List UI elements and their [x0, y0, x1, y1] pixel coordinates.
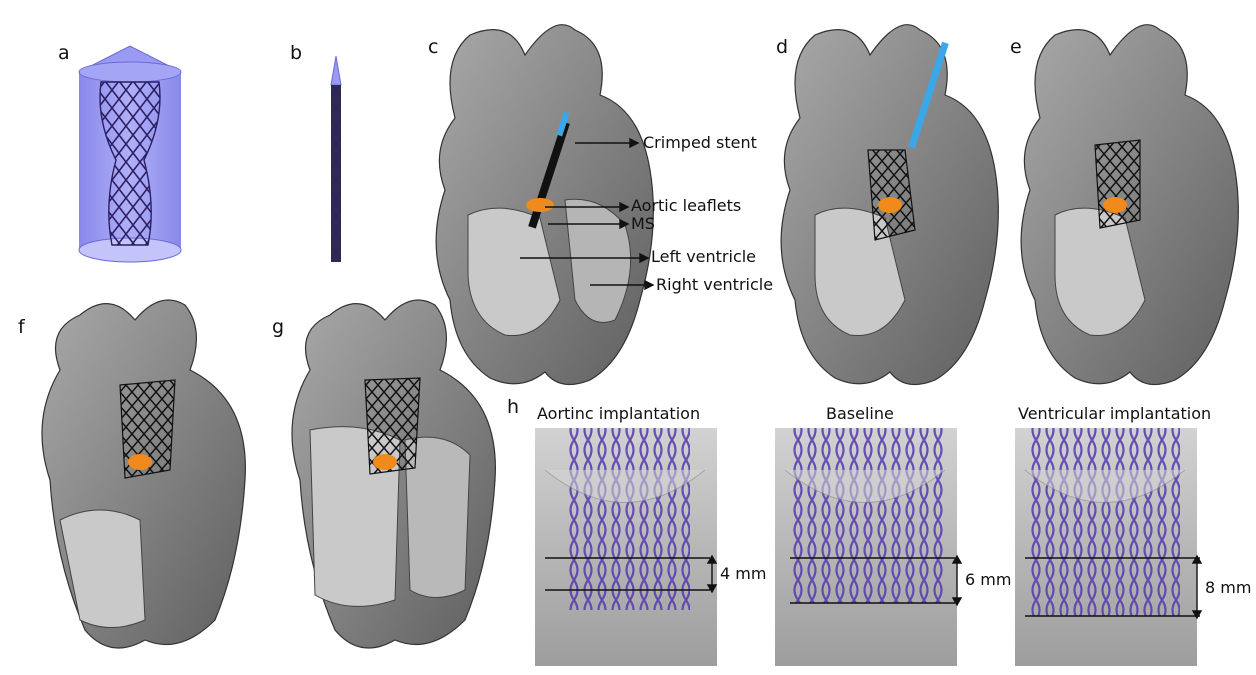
callout-ms: MS [631, 216, 655, 232]
panel-d-heart [781, 25, 998, 385]
panel-label-g: g [272, 318, 284, 337]
panel-h-ventricular-image [1015, 428, 1197, 666]
dimension-label-ventricular: 8 mm [1205, 580, 1251, 596]
h-title-baseline: Baseline [826, 406, 894, 422]
panel-h-aortic-image [535, 428, 717, 666]
h-title-ventricular: Ventricular implantation [1018, 406, 1211, 422]
panel-label-h: h [507, 398, 519, 417]
callout-crimped-stent: Crimped stent [643, 135, 757, 151]
panel-e-heart [1021, 25, 1238, 385]
callout-aortic-leaflets: Aortic leaflets [631, 198, 741, 214]
panel-b-crimped-stent [331, 56, 341, 262]
panel-label-a: a [58, 44, 70, 63]
panel-a-stent-cylinder [79, 46, 181, 262]
panel-label-c: c [428, 38, 438, 57]
panel-label-d: d [776, 38, 788, 57]
panel-h-baseline-image [775, 428, 957, 666]
panel-f-heart [42, 300, 245, 648]
panel-label-b: b [290, 44, 302, 63]
callout-right-ventricle: Right ventricle [656, 277, 773, 293]
dimension-label-aortic: 4 mm [720, 566, 766, 582]
panel-label-e: e [1010, 38, 1022, 57]
panel-label-f: f [18, 318, 25, 337]
callout-left-ventricle: Left ventricle [651, 249, 756, 265]
dimension-label-baseline: 6 mm [965, 572, 1011, 588]
h-title-aortic: Aortinc implantation [537, 406, 700, 422]
